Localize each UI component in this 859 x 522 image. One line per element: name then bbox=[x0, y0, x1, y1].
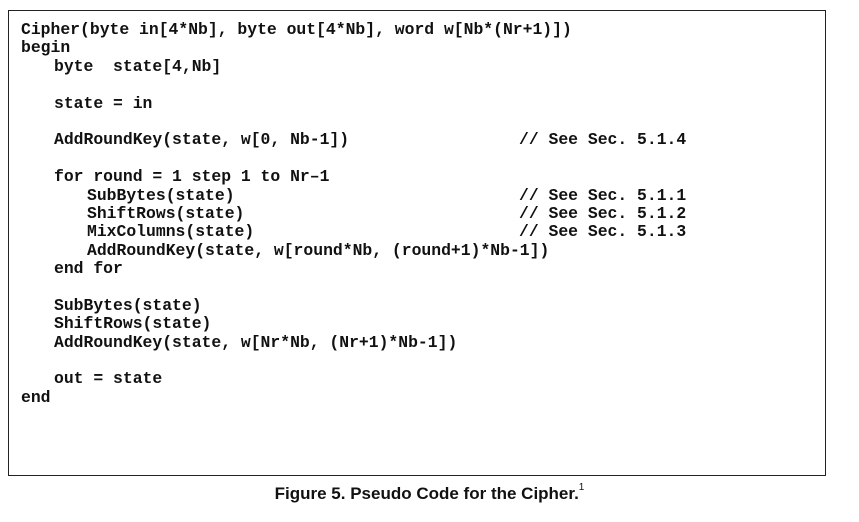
code-line: byte state[4,Nb] bbox=[21, 56, 825, 76]
code-line: out = state bbox=[21, 369, 825, 389]
code-line: end for bbox=[21, 259, 825, 279]
code-line: AddRoundKey(state, w[0, Nb-1]) // See Sec… bbox=[21, 130, 825, 150]
code-line: end bbox=[21, 387, 825, 407]
code-line: MixColumns(state) // See Sec. 5.1.3 bbox=[21, 222, 825, 242]
code-comment: // See Sec. 5.1.3 bbox=[519, 222, 687, 242]
code-line bbox=[21, 278, 825, 296]
pseudo-code-box: Cipher(byte in[4*Nb], byte out[4*Nb], wo… bbox=[8, 10, 826, 476]
code-statement: MixColumns(state) bbox=[87, 222, 255, 242]
code-line: Cipher(byte in[4*Nb], byte out[4*Nb], wo… bbox=[21, 20, 825, 39]
code-line: begin bbox=[21, 38, 825, 58]
code-line bbox=[21, 76, 825, 94]
code-statement: ShiftRows(state) bbox=[87, 203, 245, 223]
code-statement: end for bbox=[54, 259, 123, 279]
code-comment: // See Sec. 5.1.4 bbox=[519, 130, 687, 150]
code-line bbox=[21, 150, 825, 168]
code-statement: Cipher(byte in[4*Nb], byte out[4*Nb], wo… bbox=[21, 20, 572, 39]
code-line: AddRoundKey(state, w[Nr*Nb, (Nr+1)*Nb-1]… bbox=[21, 332, 825, 352]
code-statement: out = state bbox=[54, 369, 163, 389]
figure-caption: Figure 5. Pseudo Code for the Cipher.1 bbox=[0, 482, 859, 504]
code-statement: end bbox=[21, 387, 51, 407]
code-comment: // See Sec. 5.1.1 bbox=[519, 185, 687, 205]
code-statement: begin bbox=[21, 38, 71, 58]
caption-text: Figure 5. Pseudo Code for the Cipher. bbox=[274, 484, 579, 503]
code-line: ShiftRows(state) // See Sec. 5.1.2 bbox=[21, 203, 825, 223]
code-line: for round = 1 step 1 to Nr–1 bbox=[21, 167, 825, 187]
code-line bbox=[21, 352, 825, 370]
code-line: SubBytes(state) // See Sec. 5.1.1 bbox=[21, 185, 825, 205]
code-line: SubBytes(state) bbox=[21, 295, 825, 315]
code-comment: // See Sec. 5.1.2 bbox=[519, 203, 687, 223]
code-line bbox=[21, 113, 825, 131]
code-statement: ShiftRows(state) bbox=[54, 314, 212, 334]
code-line: AddRoundKey(state, w[round*Nb, (round+1)… bbox=[21, 240, 825, 260]
code-statement: byte state[4,Nb] bbox=[54, 56, 222, 76]
code-statement: state = in bbox=[54, 93, 153, 113]
code-statement: AddRoundKey(state, w[Nr*Nb, (Nr+1)*Nb-1]… bbox=[54, 332, 458, 352]
code-statement: AddRoundKey(state, w[0, Nb-1]) bbox=[54, 130, 350, 150]
caption-footnote-marker: 1 bbox=[578, 482, 585, 494]
code-statement: AddRoundKey(state, w[round*Nb, (round+1)… bbox=[87, 240, 550, 260]
code-statement: SubBytes(state) bbox=[87, 185, 235, 205]
code-line: state = in bbox=[21, 93, 825, 113]
code-statement: SubBytes(state) bbox=[54, 295, 202, 315]
code-line: ShiftRows(state) bbox=[21, 314, 825, 334]
code-statement: for round = 1 step 1 to Nr–1 bbox=[54, 167, 330, 187]
